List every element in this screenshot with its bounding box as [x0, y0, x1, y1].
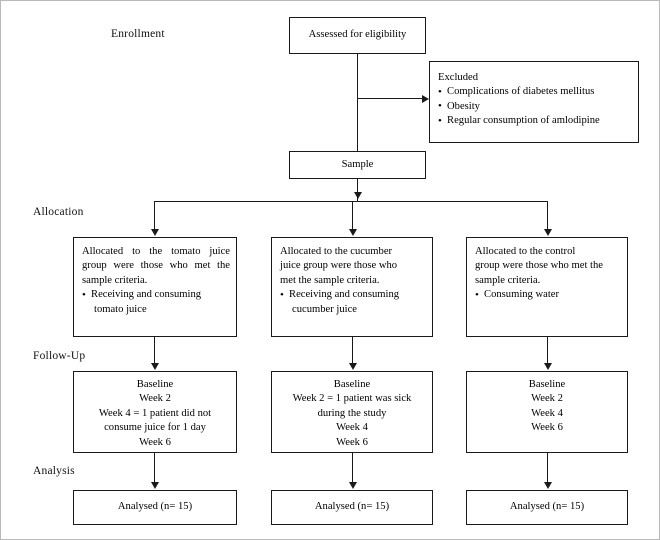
allocation-tomato-line-3: sample criteria.	[82, 274, 148, 286]
followup-tomato-line-3: Week 4 = 1 patient did not	[98, 407, 212, 419]
arrowhead-cucumber-analysis-icon	[348, 482, 357, 489]
box-analysis-control: Analysed (n= 15)	[466, 490, 628, 525]
analysis-tomato-label: Analysed (n= 15)	[117, 501, 193, 513]
excluded-reason-1: Complications of diabetes mellitus	[438, 85, 632, 100]
allocation-control-bullet-1: Consuming water	[475, 288, 621, 303]
box-excluded: Excluded Complications of diabetes melli…	[429, 61, 639, 143]
allocation-tomato-line-1: Allocated to the tomato juice	[82, 246, 230, 257]
box-followup-control: Baseline Week 2 Week 4 Week 6	[466, 371, 628, 453]
allocation-cucumber-bullet-1: Receiving and consuming	[280, 288, 426, 303]
allocation-control-line-3: sample criteria.	[475, 274, 541, 286]
arrowhead-cucumber-followup-icon	[348, 363, 357, 370]
followup-tomato-line-4: consume juice for 1 day	[104, 422, 206, 434]
allocation-tomato-line-2: group were those who met the	[82, 260, 230, 272]
box-assessed-for-eligibility: Assessed for eligibility	[289, 17, 426, 54]
box-followup-tomato: Baseline Week 2 Week 4 = 1 patient did n…	[73, 371, 237, 453]
allocation-cucumber-line-1: Allocated to the cucumber	[280, 246, 393, 257]
arrowhead-to-excluded-icon	[422, 94, 429, 103]
followup-cucumber-line-4: Week 4	[336, 422, 368, 434]
box-sample: Sample	[289, 151, 426, 179]
allocation-tomato-bullet-1: Receiving and consuming	[82, 288, 230, 303]
box-analysis-cucumber: Analysed (n= 15)	[271, 490, 433, 525]
connector-allocation-distributor	[154, 201, 547, 202]
box-allocation-cucumber: Allocated to the cucumber juice group we…	[271, 237, 433, 337]
allocation-cucumber-line-2: juice group were those who	[280, 260, 398, 272]
box-allocation-control: Allocated to the control group were thos…	[466, 237, 628, 337]
excluded-reason-2: Obesity	[438, 99, 632, 114]
followup-control-line-4: Week 6	[531, 422, 563, 434]
followup-cucumber-line-2: Week 2 = 1 patient was sick	[292, 393, 412, 405]
arrowhead-control-followup-icon	[543, 363, 552, 370]
connector-cucumber-followup-to-analysis	[352, 453, 353, 484]
allocation-control-line-1: Allocated to the control	[475, 246, 576, 257]
excluded-reason-3: Regular consumption of amlodipine	[438, 114, 632, 129]
connector-assessed-to-sample	[357, 54, 358, 151]
followup-tomato-line-5: Week 6	[139, 436, 171, 448]
followup-cucumber-line-3: during the study	[317, 407, 387, 419]
connector-tomato-followup-to-analysis	[154, 453, 155, 484]
followup-cucumber-line-5: Week 6	[336, 436, 368, 448]
connector-drop-cucumber	[352, 201, 353, 231]
analysis-cucumber-label: Analysed (n= 15)	[314, 501, 390, 513]
allocation-control-line-2: group were those who met the	[475, 260, 603, 272]
box-allocation-tomato: Allocated to the tomato juice group were…	[73, 237, 237, 337]
sample-label: Sample	[341, 158, 374, 170]
stage-label-allocation: Allocation	[33, 206, 84, 218]
connector-control-allocation-to-followup	[547, 337, 548, 365]
connector-cucumber-allocation-to-followup	[352, 337, 353, 365]
connector-sample-down	[357, 179, 358, 201]
followup-control-line-3: Week 4	[531, 407, 563, 419]
connector-drop-control	[547, 201, 548, 231]
followup-tomato-line-1: Baseline	[136, 379, 174, 390]
arrowhead-tomato-followup-icon	[150, 363, 159, 370]
allocation-cucumber-line-3: met the sample criteria.	[280, 274, 380, 286]
stage-label-analysis: Analysis	[33, 465, 75, 477]
followup-cucumber-line-1: Baseline	[333, 379, 371, 390]
connector-drop-tomato	[154, 201, 155, 231]
arrowhead-sample-down-icon	[353, 192, 362, 199]
analysis-control-label: Analysed (n= 15)	[509, 501, 585, 513]
allocation-tomato-bullet-1-cont: tomato juice	[94, 303, 147, 315]
followup-control-line-1: Baseline	[528, 379, 566, 390]
arrowhead-drop-cucumber-icon	[348, 229, 357, 236]
followup-control-line-2: Week 2	[531, 393, 563, 405]
connector-assessed-to-excluded	[357, 98, 422, 99]
arrowhead-tomato-analysis-icon	[150, 482, 159, 489]
followup-tomato-line-2: Week 2	[139, 393, 171, 405]
stage-label-enrollment: Enrollment	[111, 28, 165, 40]
stage-label-follow-up: Follow-Up	[33, 350, 86, 362]
box-followup-cucumber: Baseline Week 2 = 1 patient was sick dur…	[271, 371, 433, 453]
arrowhead-control-analysis-icon	[543, 482, 552, 489]
connector-control-followup-to-analysis	[547, 453, 548, 484]
box-analysis-tomato: Analysed (n= 15)	[73, 490, 237, 525]
connector-tomato-allocation-to-followup	[154, 337, 155, 365]
arrowhead-drop-control-icon	[543, 229, 552, 236]
assessed-label: Assessed for eligibility	[308, 29, 407, 41]
arrowhead-drop-tomato-icon	[150, 229, 159, 236]
excluded-heading: Excluded	[438, 72, 479, 83]
allocation-cucumber-bullet-1-cont: cucumber juice	[292, 303, 358, 315]
